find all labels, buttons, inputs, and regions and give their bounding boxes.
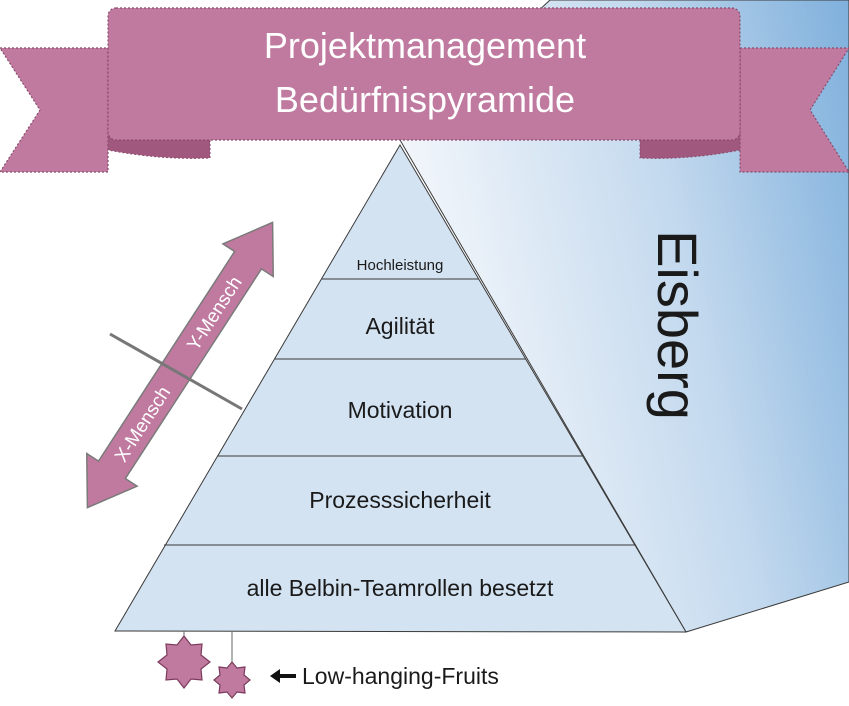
pyramid-body — [114, 144, 687, 633]
x-y-divider-line — [109, 332, 243, 411]
fruit-star-icon — [157, 635, 211, 689]
fruits-label: Low-hanging-Fruits — [302, 663, 499, 689]
banner-title-line1: Projektmanagement — [264, 25, 586, 66]
low-hanging-fruits: Low-hanging-Fruits — [157, 631, 499, 699]
ribbon-main — [107, 7, 741, 141]
level-belbin: alle Belbin-Teamrollen besetzt — [247, 575, 554, 601]
banner-title-line2: Bedürfnispyramide — [275, 79, 575, 120]
title-banner: Projektmanagement Bedürfnispyramide — [0, 7, 849, 173]
fruit-star-icon — [213, 661, 251, 699]
level-motivation: Motivation — [348, 397, 453, 423]
ribbon-tail-left — [0, 47, 109, 173]
pyramid: Hochleistung Agilität Motivation Prozess… — [114, 144, 687, 633]
double-arrow-shape — [85, 221, 275, 509]
level-hochleistung: Hochleistung — [357, 257, 444, 274]
level-prozesssicherheit: Prozesssicherheit — [309, 487, 491, 513]
ribbon-tail-right — [739, 47, 849, 173]
iceberg-label: Eisberg — [646, 230, 709, 420]
level-agilitaet: Agilität — [365, 313, 435, 339]
left-arrow-icon — [270, 669, 296, 683]
